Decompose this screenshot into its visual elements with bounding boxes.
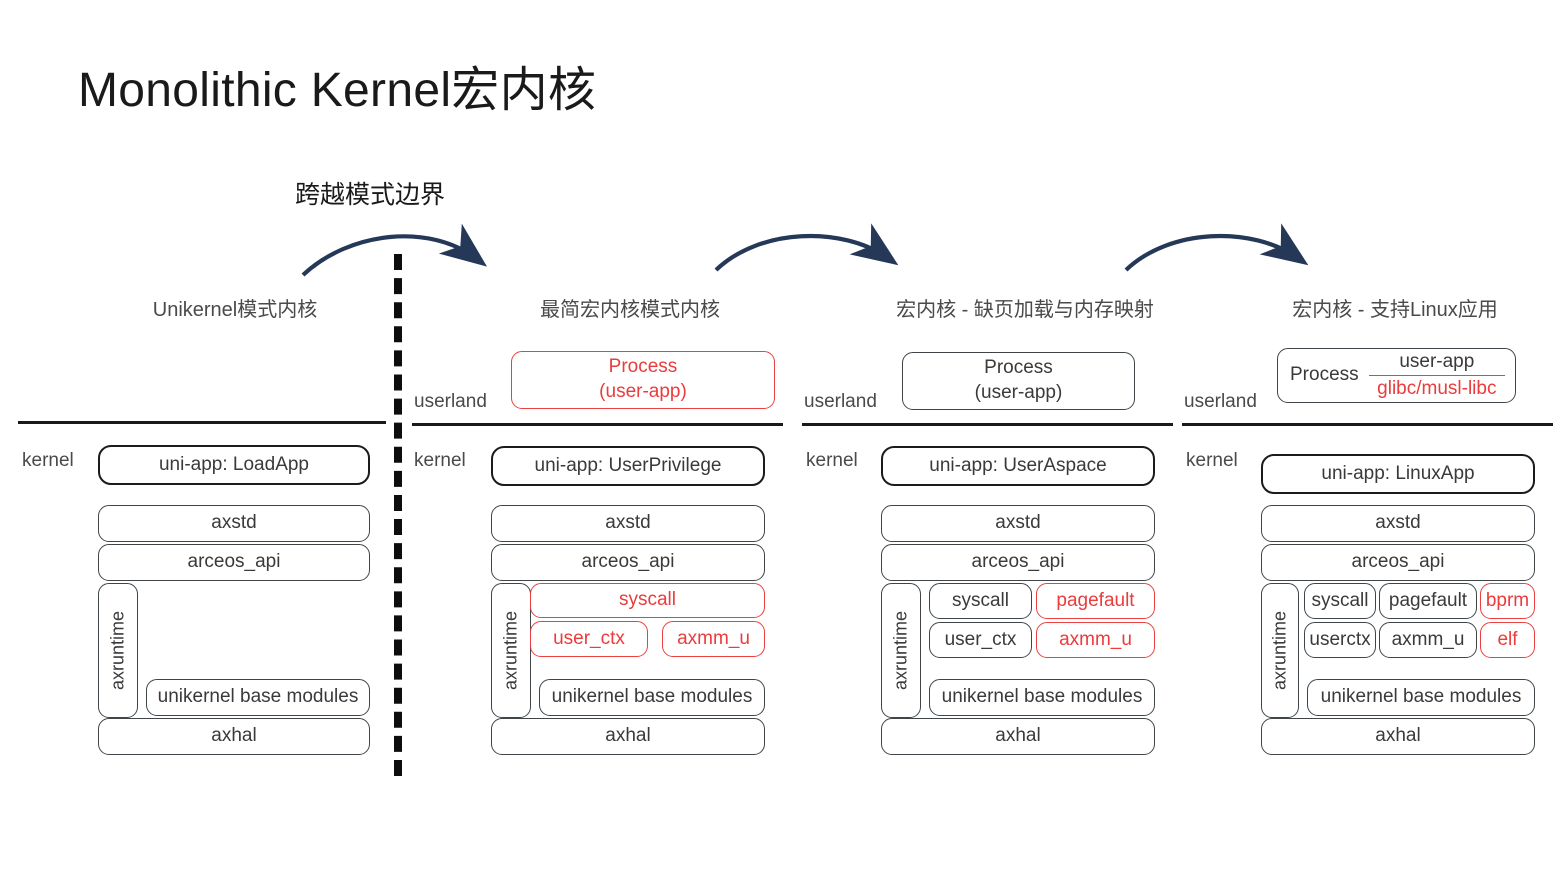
syscall-box[interactable]: syscall <box>1304 583 1376 619</box>
column-header: 宏内核 - 支持Linux应用 <box>1292 299 1498 321</box>
base-modules-box[interactable]: unikernel base modules <box>146 679 370 716</box>
user-ctx-box[interactable]: user_ctx <box>929 622 1032 658</box>
page-title: Monolithic Kernel宏内核 <box>78 64 597 117</box>
process-app-label: user-app <box>1399 350 1475 372</box>
axstd-box[interactable]: axstd <box>1261 505 1535 542</box>
axruntime-box[interactable]: axruntime <box>98 583 138 718</box>
process-box[interactable]: Process (user-app) <box>511 351 775 409</box>
base-modules-box[interactable]: unikernel base modules <box>929 679 1155 716</box>
syscall-box[interactable]: syscall <box>929 583 1032 619</box>
userland-label: userland <box>414 391 487 412</box>
process-box[interactable]: Process user-app glibc/musl-libc <box>1277 348 1516 403</box>
user-ctx-box[interactable]: user_ctx <box>530 621 648 657</box>
process-libc-label: glibc/musl-libc <box>1377 378 1497 399</box>
kernel-boundary-line <box>1182 423 1553 426</box>
arceos-api-box[interactable]: arceos_api <box>1261 544 1535 581</box>
axmm-u-box[interactable]: axmm_u <box>1036 622 1155 658</box>
mode-boundary-divider <box>394 254 402 776</box>
userland-label: userland <box>804 391 877 412</box>
userctx-box[interactable]: userctx <box>1304 622 1376 658</box>
elf-box[interactable]: elf <box>1480 622 1535 658</box>
axstd-box[interactable]: axstd <box>881 505 1155 542</box>
base-modules-box[interactable]: unikernel base modules <box>1307 679 1535 716</box>
arceos-api-box[interactable]: arceos_api <box>98 544 370 581</box>
axruntime-box[interactable]: axruntime <box>1261 583 1299 718</box>
process-divider <box>1368 375 1505 376</box>
uni-app-box[interactable]: uni-app: UserAspace <box>881 446 1155 486</box>
process-name: Process <box>1290 364 1359 386</box>
kernel-boundary-line <box>412 423 783 426</box>
kernel-label: kernel <box>806 450 858 471</box>
kernel-boundary-line <box>802 423 1173 426</box>
process-box[interactable]: Process (user-app) <box>902 352 1135 410</box>
arceos-api-box[interactable]: arceos_api <box>881 544 1155 581</box>
axhal-box[interactable]: axhal <box>491 718 765 755</box>
axruntime-box[interactable]: axruntime <box>491 583 531 718</box>
arrow-2-icon <box>714 223 899 272</box>
axmm-u-box[interactable]: axmm_u <box>1379 622 1477 658</box>
column-header: 最简宏内核模式内核 <box>540 299 720 321</box>
axhal-box[interactable]: axhal <box>881 718 1155 755</box>
pagefault-box[interactable]: pagefault <box>1036 583 1155 619</box>
uni-app-box[interactable]: uni-app: LoadApp <box>98 445 370 485</box>
kernel-boundary-line <box>18 421 386 424</box>
axmm-u-box[interactable]: axmm_u <box>662 621 765 657</box>
crossing-boundary-label: 跨越模式边界 <box>295 181 446 209</box>
uni-app-box[interactable]: uni-app: UserPrivilege <box>491 446 765 486</box>
process-app-stack: user-app glibc/musl-libc <box>1368 350 1505 401</box>
base-modules-box[interactable]: unikernel base modules <box>539 679 765 716</box>
axstd-box[interactable]: axstd <box>491 505 765 542</box>
kernel-label: kernel <box>1186 450 1238 471</box>
syscall-box[interactable]: syscall <box>530 583 765 618</box>
userland-label: userland <box>1184 391 1257 412</box>
process-name: Process <box>984 357 1053 379</box>
uni-app-box[interactable]: uni-app: LinuxApp <box>1261 454 1535 494</box>
process-app: (user-app) <box>974 382 1063 403</box>
kernel-label: kernel <box>414 450 466 471</box>
kernel-label: kernel <box>22 450 74 471</box>
axhal-box[interactable]: axhal <box>98 718 370 755</box>
column-header: 宏内核 - 缺页加载与内存映射 <box>896 299 1154 321</box>
axhal-box[interactable]: axhal <box>1261 718 1535 755</box>
arrow-3-icon <box>1124 223 1309 272</box>
process-name: Process <box>608 356 678 378</box>
bprm-box[interactable]: bprm <box>1480 583 1535 619</box>
axruntime-box[interactable]: axruntime <box>881 583 921 718</box>
column-header: Unikernel模式内核 <box>152 299 318 321</box>
axstd-box[interactable]: axstd <box>98 505 370 542</box>
process-app: (user-app) <box>599 381 687 402</box>
arceos-api-box[interactable]: arceos_api <box>491 544 765 581</box>
pagefault-box[interactable]: pagefault <box>1379 583 1477 619</box>
